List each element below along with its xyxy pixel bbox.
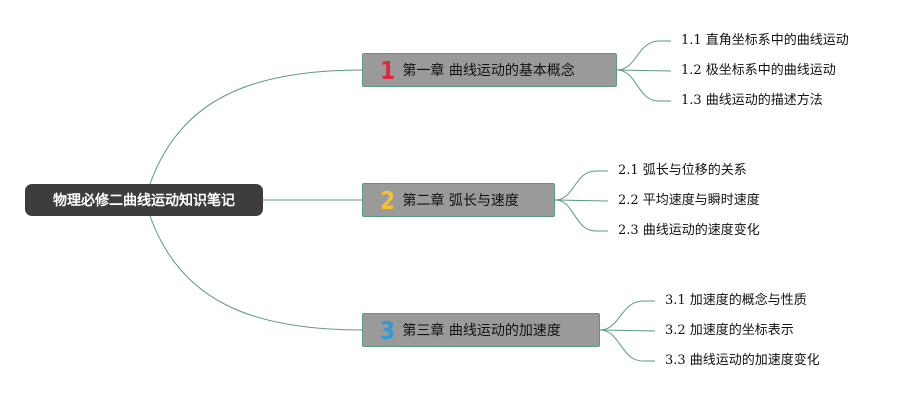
section-1-3[interactable]: 1.3 曲线运动的描述方法 <box>681 93 823 108</box>
chapter-number-3: 3 <box>380 315 396 345</box>
connector-ch3-s1 <box>599 300 655 331</box>
connector-ch2-s1 <box>554 170 608 201</box>
section-1-2[interactable]: 1.2 极坐标系中的曲线运动 <box>681 63 836 78</box>
section-3-2[interactable]: 3.2 加速度的坐标表示 <box>665 323 794 338</box>
connector-ch3-s3 <box>599 329 655 362</box>
section-3-3[interactable]: 3.3 曲线运动的加速度变化 <box>665 353 820 368</box>
chapter-number-2: 2 <box>380 185 396 215</box>
root-label: 物理必修二曲线运动知识笔记 <box>53 193 235 209</box>
section-3-1[interactable]: 3.1 加速度的概念与性质 <box>665 293 807 308</box>
chapter-3-title: 第三章 曲线运动的加速度 <box>402 323 561 339</box>
connector-ch1-s1 <box>616 40 671 71</box>
connector-root-chapter-1 <box>149 69 363 185</box>
root-node[interactable]: 物理必修二曲线运动知识笔记 <box>25 184 263 216</box>
chapter-2-node[interactable]: 2 第二章 弧长与速度 <box>362 183 555 217</box>
section-1-1[interactable]: 1.1 直角坐标系中的曲线运动 <box>681 33 849 48</box>
connector-ch3-s2 <box>599 329 656 332</box>
section-2-1[interactable]: 2.1 弧长与位移的关系 <box>618 163 747 178</box>
section-2-2[interactable]: 2.2 平均速度与瞬时速度 <box>618 193 760 208</box>
chapter-1-node[interactable]: 1 第一章 曲线运动的基本概念 <box>362 53 617 87</box>
connector-ch2-s2 <box>554 199 609 202</box>
connector-ch1-s2 <box>616 69 672 72</box>
connector-ch1-s3 <box>616 69 671 102</box>
section-2-3[interactable]: 2.3 曲线运动的速度变化 <box>618 223 760 238</box>
chapter-number-1: 1 <box>380 55 396 85</box>
connector-root-chapter-3 <box>149 215 363 331</box>
connector-ch2-s3 <box>554 199 608 232</box>
chapter-2-title: 第二章 弧长与速度 <box>402 193 519 209</box>
chapter-3-node[interactable]: 3 第三章 曲线运动的加速度 <box>362 313 600 347</box>
chapter-1-title: 第一章 曲线运动的基本概念 <box>402 63 575 79</box>
